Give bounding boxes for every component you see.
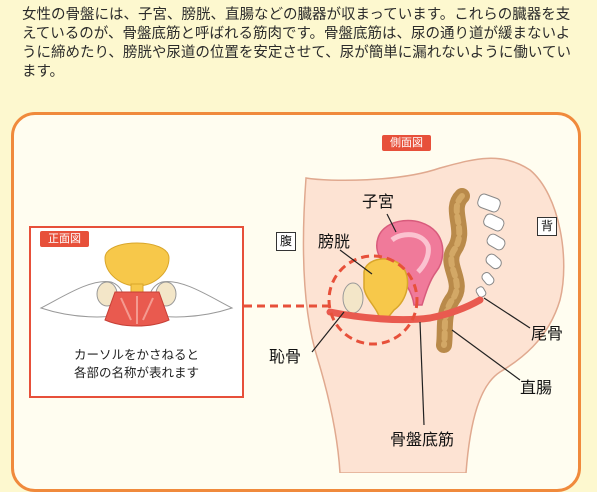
pubic-bone-label: 恥骨 [269, 347, 302, 366]
front-bladder-shape [104, 242, 170, 287]
front-view-panel[interactable]: カーソルをかさねると 各部の名称が表れます [29, 226, 244, 398]
spine-bones [475, 193, 506, 298]
uterus-leader [386, 213, 397, 233]
pubic-bone-shape [342, 282, 364, 314]
rectum-leader [451, 329, 521, 381]
uterus-label: 子宮 [362, 192, 395, 211]
bladder-leader [339, 249, 373, 275]
rectum-label: 直腸 [520, 378, 553, 397]
front-view-tag: 正面図 [40, 231, 89, 247]
pelvis-illustration [244, 157, 565, 473]
abdomen-label: 腹 [276, 232, 297, 251]
coccyx-leader [483, 297, 531, 329]
bladder-label: 膀胱 [318, 232, 351, 251]
pelvic-floor-leader [419, 321, 425, 426]
front-view-caption: カーソルをかさねると 各部の名称が表れます [73, 347, 199, 380]
coccyx-label: 尾骨 [531, 324, 564, 343]
pubic-leader [311, 311, 345, 353]
front-view-illustration [39, 242, 234, 327]
pelvic-floor-muscle [326, 296, 484, 324]
bladder-shape [363, 258, 409, 321]
back-label: 背 [537, 217, 558, 236]
pelvic-floor-label: 骨盤底筋 [390, 430, 455, 449]
highlight-circle [327, 254, 419, 346]
intro-text: 女性の骨盤には、子宮、膀胱、直腸などの臓器が収まっています。これらの臓器を支えて… [22, 7, 571, 80]
side-view-tag: 側面図 [382, 135, 431, 151]
